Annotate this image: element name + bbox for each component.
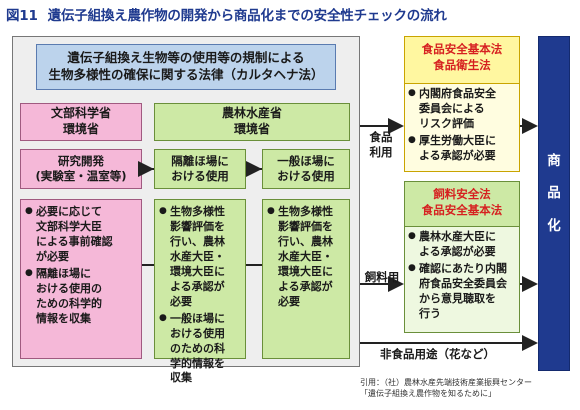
food-law-line2: 食品衛生法 [433,57,491,72]
research-detail-list: 必要に応じて 文部科学大臣 による事前確認 が必要 隔離ほ場に おける使用の た… [25,205,137,327]
list-item: 内閣府食品安全 委員会による リスク評価 [408,87,516,132]
feed-route-label: 飼料用 [364,270,400,284]
research-stage-line1: 研究開発 [58,154,104,169]
food-law-title: 食品安全基本法 食品衛生法 [405,42,519,73]
commercialization-bar: 商品化 [538,36,570,371]
commercialization-char: 品 [547,185,561,202]
mext-line2: 環境省 [62,122,99,136]
isolated-stage-line1: 隔離ほ場に [171,154,229,169]
feed-law-title: 飼料安全法 食品安全基本法 [405,187,519,218]
general-stage-line1: 一般ほ場に [277,154,335,169]
isolated-detail-list: 生物多様性 影響評価を 行い、農林 水産大臣・ 環境大臣に よる承認が 必要 一… [159,205,241,386]
maff-line2: 環境省 [233,122,270,136]
general-field-stage-box: 一般ほ場に おける使用 [262,149,350,189]
figure-title: 図11 遺伝子組換え農作物の開発から商品化までの安全性チェックの流れ [6,4,574,24]
connector-line [142,264,154,266]
feed-law-line2: 食品安全基本法 [421,202,503,217]
cartagena-law-header: 遺伝子組換え生物等の使用等の規制による 生物多様性の確保に関する法律（カルタヘナ… [36,44,336,90]
maff-line1: 農林水産省 [221,106,282,121]
list-item: 厚生労働大臣に よる承認が必要 [408,134,516,164]
feed-detail-list: 農林水産大臣に よる承認が必要 確認にあたり内閣 府食品安全委員会 から意見聴取… [408,230,516,322]
cartagena-law-line1: 遺伝子組換え生物等の使用等の規制による [67,50,305,66]
commercialization-char: 化 [547,217,561,234]
maff-ministry-box: 農林水産省 環境省 [154,103,350,141]
food-law-box: 食品安全基本法 食品衛生法 [404,36,520,84]
general-detail-box: 生物多様性 影響評価を 行い、農林 水産大臣・ 環境大臣に よる承認が 必要 [262,199,350,359]
list-item: 隔離ほ場に おける使用の ための科学的 情報を収集 [25,267,137,327]
isolated-field-stage-box: 隔離ほ場に おける使用 [154,149,246,189]
food-route-label: 食品 利用 [363,130,399,160]
commercialization-char: 商 [547,153,561,169]
food-detail-box: 内閣府食品安全 委員会による リスク評価 厚生労働大臣に よる承認が必要 [404,84,520,172]
food-route-line2: 利用 [369,144,393,159]
figure-number: 図11 [6,8,38,24]
general-detail-list: 生物多様性 影響評価を 行い、農林 水産大臣・ 環境大臣に よる承認が 必要 [267,205,345,310]
list-item: 農林水産大臣に よる承認が必要 [408,230,516,260]
isolated-detail-box: 生物多様性 影響評価を 行い、農林 水産大臣・ 環境大臣に よる承認が 必要 一… [154,199,246,384]
food-detail-list: 内閣府食品安全 委員会による リスク評価 厚生労働大臣に よる承認が必要 [408,87,516,164]
food-route-line1: 食品 [369,130,393,144]
list-item: 必要に応じて 文部科学大臣 による事前確認 が必要 [25,205,137,265]
cartagena-law-line2: 生物多様性の確保に関する法律（カルタヘナ法） [48,67,324,82]
commercialization-label: 商品化 [539,145,569,242]
source-line2: 「遺伝子組換え農作物を知るために」 [360,388,496,398]
source-line1: 引用：（社）農林水産先端技術産業振興センター [360,378,532,387]
food-law-line1: 食品安全基本法 [421,42,503,56]
research-stage-box: 研究開発 (実験室・温室等) [20,149,142,189]
figure-title-text: 遺伝子組換え農作物の開発から商品化までの安全性チェックの流れ [47,8,447,24]
list-item: 確認にあたり内閣 府食品安全委員会 から意見聴取を 行う [408,262,516,322]
nonfood-route-label: 非食品用途（花など） [380,347,495,361]
mext-line1: 文部科学省 [50,106,111,121]
list-item: 生物多様性 影響評価を 行い、農林 水産大臣・ 環境大臣に よる承認が 必要 [159,205,241,310]
research-stage-line2: (実験室・温室等) [35,169,127,183]
feed-detail-box: 農林水産大臣に よる承認が必要 確認にあたり内閣 府食品安全委員会 から意見聴取… [404,227,520,333]
research-detail-box: 必要に応じて 文部科学大臣 による事前確認 が必要 隔離ほ場に おける使用の た… [20,199,142,359]
list-item: 生物多様性 影響評価を 行い、農林 水産大臣・ 環境大臣に よる承認が 必要 [267,205,345,310]
connector-line [246,264,262,266]
feed-law-line1: 飼料安全法 [433,187,491,201]
mext-ministry-box: 文部科学省 環境省 [20,103,142,141]
general-stage-line2: おける使用 [277,169,335,183]
source-citation: 引用：（社）農林水産先端技術産業振興センター 「遺伝子組換え農作物を知るために」 [360,378,576,400]
isolated-stage-line2: おける使用 [171,169,229,183]
list-item: 一般ほ場に おける使用 のための科 学的情報を 収集 [159,312,241,387]
feed-law-box: 飼料安全法 食品安全基本法 [404,181,520,227]
